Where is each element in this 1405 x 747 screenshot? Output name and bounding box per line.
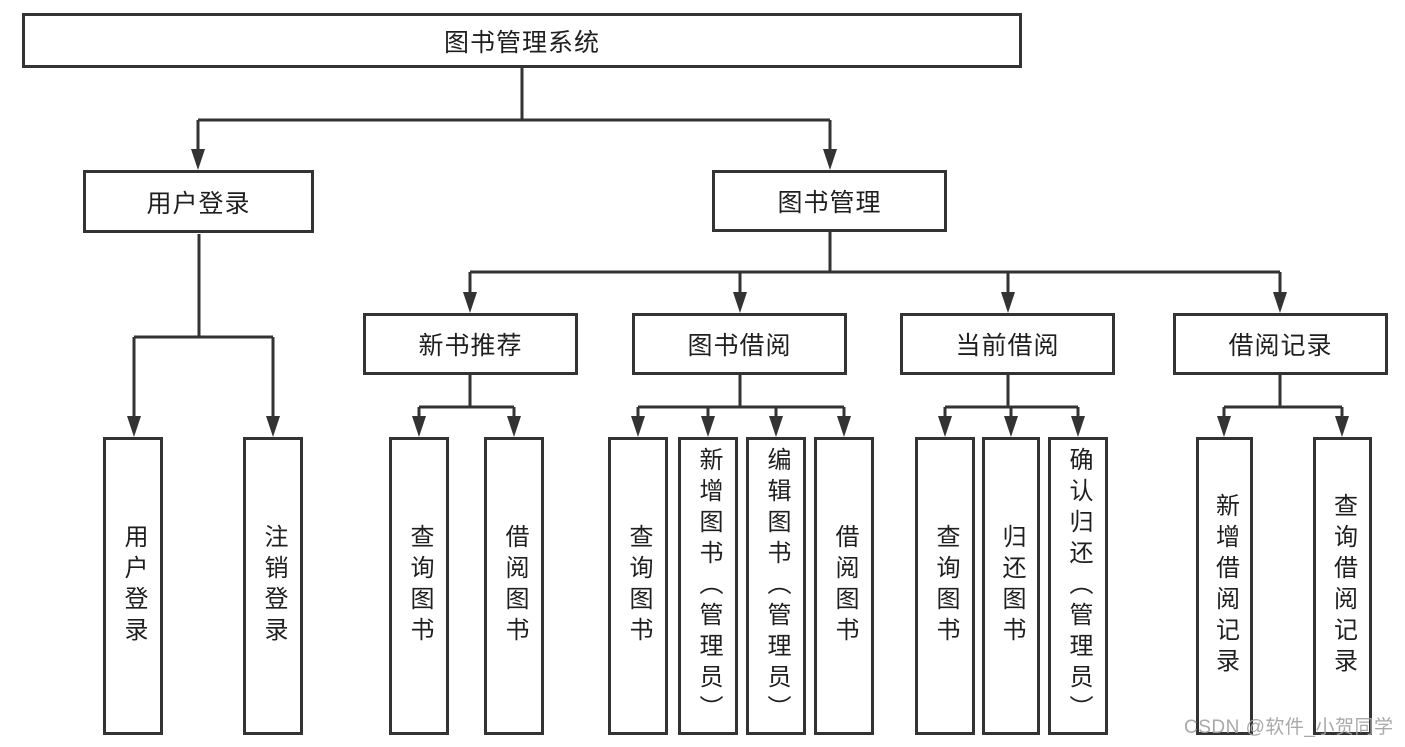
node-user-login: 用户登录	[83, 170, 314, 233]
leaf-add-borrow-record-label: 新增借阅记录	[1211, 493, 1239, 679]
leaf-query-books-current: 查询图书	[915, 437, 975, 735]
node-current-borrowing-label: 当前借阅	[955, 332, 1060, 360]
node-borrowing-records-label: 借阅记录	[1228, 332, 1333, 360]
leaf-logout: 注销登录	[243, 437, 303, 735]
node-borrowing-records: 借阅记录	[1173, 313, 1388, 375]
node-book-borrowing-label: 图书借阅	[687, 332, 792, 360]
leaf-edit-books-admin: 编辑图书（管理员）	[746, 437, 806, 735]
connector-lines	[132, 68, 1344, 420]
leaf-return-books-label: 归还图书	[998, 524, 1025, 648]
leaf-query-books-recommend: 查询图书	[389, 437, 449, 735]
leaf-borrow-books-borrowing: 借阅图书	[814, 437, 874, 735]
leaf-query-borrow-record-label: 查询借阅记录	[1329, 493, 1357, 679]
leaf-query-books-borrowing: 查询图书	[608, 437, 668, 735]
leaf-return-books: 归还图书	[982, 437, 1040, 735]
leaf-add-books-admin-label: 新增图书（管理员）	[695, 446, 722, 726]
csdn-watermark: CSDN @软件_小贺同学	[1184, 717, 1394, 738]
arrowheads	[127, 149, 1349, 437]
leaf-user-login: 用户登录	[103, 437, 163, 735]
node-root: 图书管理系统	[22, 13, 1022, 68]
node-current-borrowing: 当前借阅	[900, 313, 1115, 375]
node-user-login-label: 用户登录	[146, 189, 251, 218]
leaf-borrow-books-recommend: 借阅图书	[484, 437, 544, 735]
node-root-label: 图书管理系统	[443, 28, 600, 57]
node-book-management: 图书管理	[712, 170, 947, 232]
leaf-confirm-return-admin: 确认归还（管理员）	[1048, 437, 1108, 735]
leaf-add-borrow-record: 新增借阅记录	[1196, 437, 1253, 735]
leaf-edit-books-admin-label: 编辑图书（管理员）	[763, 446, 790, 726]
leaf-query-books-recommend-label: 查询图书	[406, 524, 433, 648]
leaf-query-books-current-label: 查询图书	[932, 524, 959, 648]
node-book-management-label: 图书管理	[777, 189, 882, 217]
leaf-user-login-label: 用户登录	[120, 524, 147, 648]
node-book-borrowing: 图书借阅	[632, 313, 847, 375]
node-new-book-recommend: 新书推荐	[363, 313, 578, 375]
node-new-book-recommend-label: 新书推荐	[418, 332, 523, 360]
leaf-confirm-return-admin-label: 确认归还（管理员）	[1065, 446, 1092, 726]
leaf-query-books-borrowing-label: 查询图书	[625, 524, 652, 648]
leaf-borrow-books-recommend-label: 借阅图书	[501, 524, 528, 648]
leaf-logout-label: 注销登录	[260, 524, 287, 648]
leaf-borrow-books-borrowing-label: 借阅图书	[831, 524, 858, 648]
leaf-add-books-admin: 新增图书（管理员）	[678, 437, 738, 735]
leaf-query-borrow-record: 查询借阅记录	[1313, 437, 1372, 735]
